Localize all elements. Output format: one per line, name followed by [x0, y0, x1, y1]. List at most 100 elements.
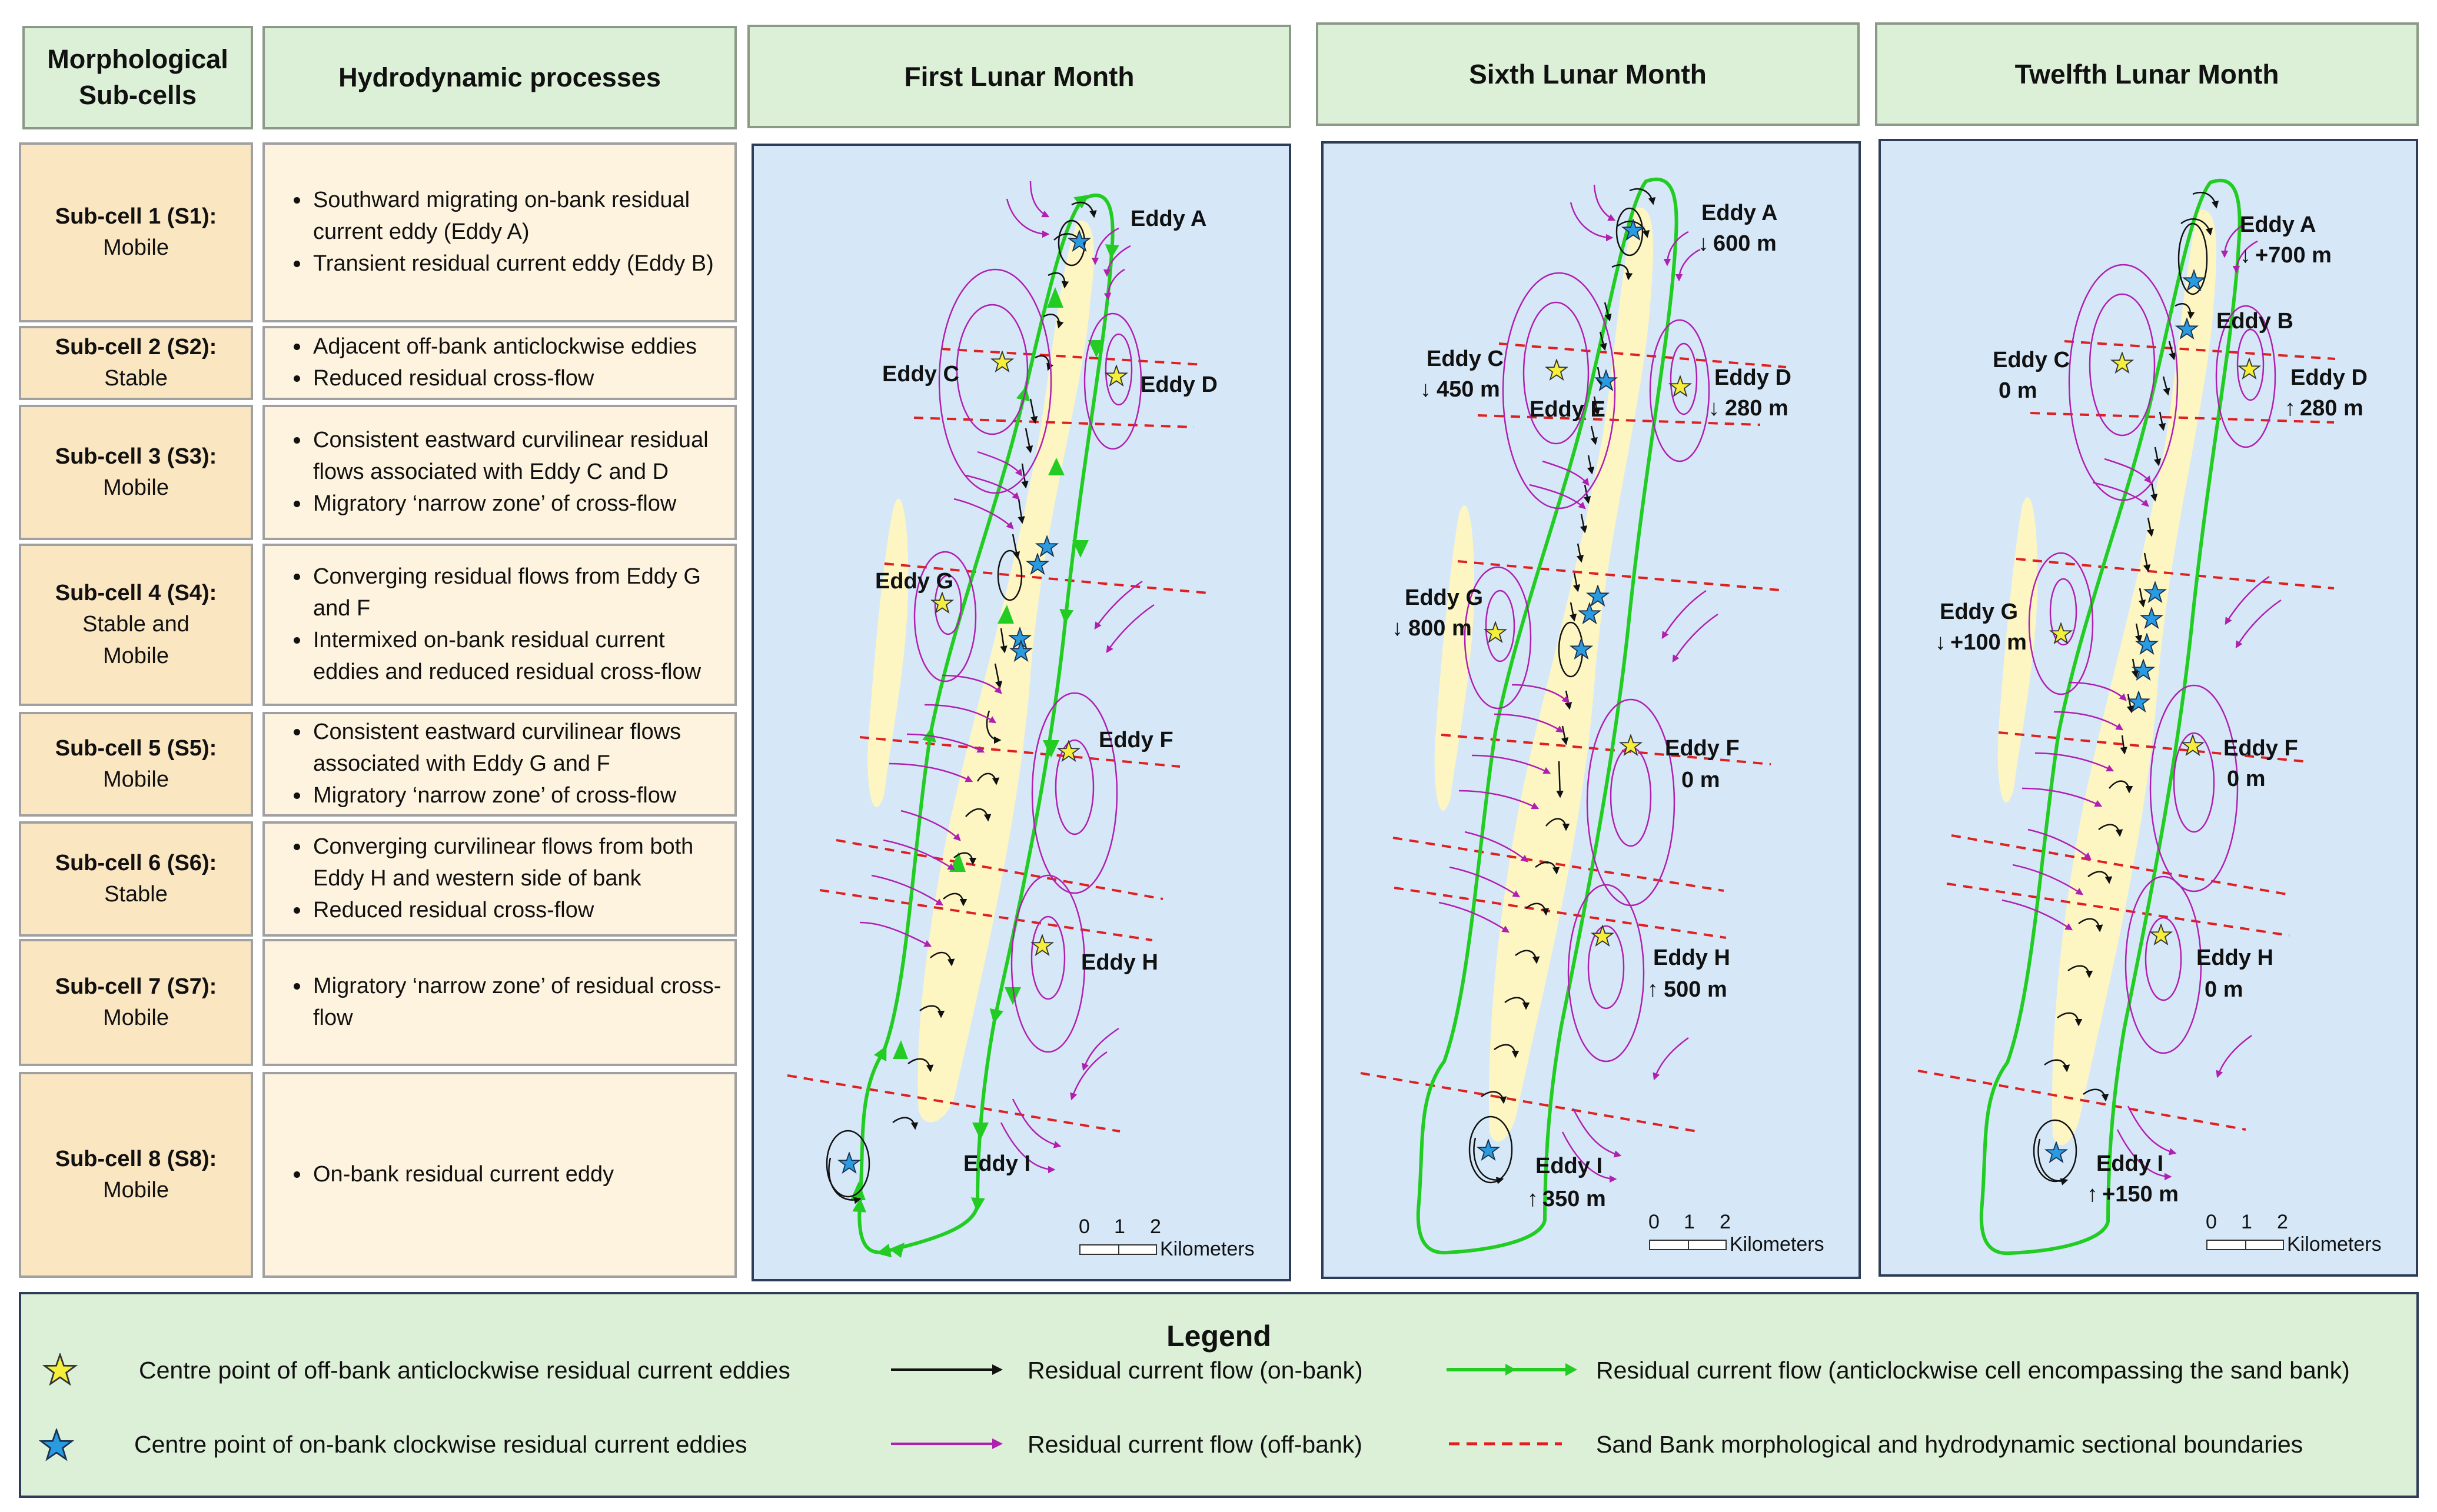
eddy-a-shift-arrow: ↓ — [2240, 243, 2251, 268]
scale-tick-0: 0 — [2206, 1211, 2217, 1233]
eddy-i-label: Eddy I — [963, 1151, 1030, 1176]
off-bank-flows — [2028, 264, 2276, 1054]
scale-bar: 0 1 2 Kilometers — [2206, 1211, 2382, 1255]
subcell-name: Sub-cell 2 (S2): — [55, 334, 217, 359]
sand-island — [867, 498, 909, 807]
subcells-header-label: Morphological Sub-cells — [47, 44, 228, 110]
eddy-h-shift-arrow: ↑ — [1647, 977, 1658, 1002]
eddy-h-centre-star — [1591, 925, 1614, 946]
process-2: Adjacent off-bank anticlockwise eddiesRe… — [262, 326, 737, 400]
eddy-i-shift: 350 m — [1542, 1187, 1606, 1211]
month12-header: Twelfth Lunar Month — [1875, 22, 2419, 126]
subcell-status: Mobile — [103, 235, 169, 260]
eddy-d-shift: 280 m — [1725, 396, 1788, 421]
eddy-g-shift: +100 m — [1950, 630, 2027, 655]
scale-tick-2: 2 — [1150, 1215, 1161, 1238]
eddy-g-shift-arrow: ↓ — [1935, 630, 1946, 655]
eddy-g-label: Eddy G — [1940, 600, 2018, 624]
off-bank-flows — [913, 268, 1142, 1053]
sand-bank — [1489, 207, 1654, 1142]
process-item: Reduced residual cross-flow — [311, 363, 697, 395]
eddy-h-centre-star — [1031, 934, 1053, 955]
eddy-a-label: Eddy A — [1131, 207, 1207, 231]
eddy-f-label: Eddy F — [1099, 728, 1173, 752]
eddy-d-centre-star — [1105, 365, 1128, 386]
section-boundaries — [1360, 342, 1787, 1133]
process-item: Converging curvilinear flows from both E… — [311, 831, 726, 895]
scale-tick-1: 1 — [1114, 1215, 1125, 1238]
eddy-d-centre-star — [2238, 358, 2260, 379]
legend-boundary-dash-icon — [1449, 1442, 1562, 1446]
on-bank-flows — [1468, 188, 1656, 1184]
subcell-name: Sub-cell 8 (S8): — [55, 1146, 217, 1171]
process-item: Migratory ‘narrow zone’ of cross-flow — [311, 780, 726, 812]
eddy-h-label: Eddy H — [1081, 950, 1158, 975]
eddy-i-label: Eddy I — [2096, 1151, 2163, 1176]
month6-header: Sixth Lunar Month — [1316, 22, 1860, 126]
process-item: Adjacent off-bank anticlockwise eddies — [311, 331, 697, 363]
process-item: On-bank residual current eddy — [311, 1159, 614, 1191]
sand-bank — [2052, 209, 2217, 1145]
eddy-d-shift-arrow: ↓ — [1708, 396, 1720, 421]
process-1: Southward migrating on-bank residual cur… — [262, 142, 737, 322]
eddy-d-shift: 280 m — [2300, 396, 2363, 421]
scale-tick-2: 2 — [2277, 1211, 2288, 1233]
sand-island — [1434, 505, 1475, 811]
scale-tick-2: 2 — [1720, 1211, 1731, 1233]
subcell-5: Sub-cell 5 (S5): Mobile — [19, 712, 253, 817]
subcell-status: Stable — [104, 882, 168, 907]
scale-unit: Kilometers — [1730, 1233, 1824, 1255]
eddy-c-shift: 450 m — [1437, 377, 1500, 402]
eddy-h-shift: 500 m — [1664, 977, 1727, 1002]
month1-header-label: First Lunar Month — [904, 61, 1135, 92]
legend-title: Legend — [1166, 1320, 1271, 1353]
eddy-d-label: Eddy D — [2290, 365, 2368, 390]
subcell-6: Sub-cell 6 (S6): Stable — [19, 821, 253, 937]
legend: Legend Centre point of off-bank anticloc… — [19, 1292, 2419, 1498]
legend-cell-arrow-icon — [1447, 1363, 1577, 1376]
eddy-i-shift-arrow: ↑ — [2087, 1182, 2098, 1207]
subcell-status: Stable — [104, 366, 168, 391]
process-item: Migratory ‘narrow zone’ of cross-flow — [311, 488, 726, 520]
month1-header: First Lunar Month — [747, 25, 1291, 128]
eddy-a-label: Eddy A — [1701, 201, 1778, 225]
subcell-status: Mobile — [103, 1178, 169, 1203]
process-item: Reduced residual cross-flow — [311, 895, 726, 927]
on-bank-flows — [2033, 192, 2219, 1185]
legend-blue-star-icon — [39, 1428, 74, 1461]
eddy-g-centre-star — [2050, 622, 2072, 644]
subcell-status: Mobile — [103, 767, 169, 792]
month6-header-label: Sixth Lunar Month — [1469, 59, 1707, 89]
map-sixth-month-svg: Eddy A ↓ 600 m Eddy C ↓ 450 m Eddy D ↓ 2… — [1360, 177, 1824, 1255]
eddy-c-label: Eddy C — [882, 362, 959, 387]
eddy-i-shift: +150 m — [2102, 1182, 2179, 1207]
eddy-c-centre-star — [2111, 352, 2133, 373]
eddy-f-shift: 0 m — [1681, 768, 1720, 792]
process-item: Migratory ‘narrow zone’ of residual cros… — [311, 971, 726, 1034]
legend-on-bank-text: Residual current flow (on-bank) — [1028, 1357, 1363, 1384]
eddy-g-centre-star — [1484, 621, 1507, 642]
off-bank-arrows — [859, 181, 1155, 1174]
map-first-month: Eddy A Eddy C Eddy D Eddy G Eddy F Eddy … — [752, 144, 1291, 1281]
eddy-c-shift-arrow: ↓ — [1420, 377, 1431, 402]
legend-off-bank-text: Residual current flow (off-bank) — [1028, 1431, 1362, 1458]
subcell-2: Sub-cell 2 (S2): Stable — [19, 326, 253, 400]
process-8: On-bank residual current eddy — [262, 1072, 737, 1278]
processes-header-label: Hydrodynamic processes — [338, 62, 661, 92]
process-3: Consistent eastward curvilinear residual… — [262, 405, 737, 540]
anticlockwise-cell — [1416, 177, 1678, 1255]
process-item: Converging residual flows from Eddy G an… — [311, 561, 726, 625]
eddy-e-label: Eddy E — [1530, 397, 1605, 422]
eddy-c-label: Eddy C — [1427, 347, 1504, 371]
scale-tick-0: 0 — [1648, 1211, 1660, 1233]
process-item: Consistent eastward curvilinear residual… — [311, 425, 726, 488]
eddy-b-label: Eddy B — [2216, 309, 2293, 334]
eddy-i-centre-star — [2045, 1141, 2067, 1163]
eddy-c-label: Eddy C — [1993, 348, 2070, 372]
subcell-3: Sub-cell 3 (S3): Mobile — [19, 405, 253, 540]
eddy-g-shift: 800 m — [1408, 616, 1472, 641]
eddy-d-shift-arrow: ↑ — [2285, 396, 2296, 421]
map-sixth-month: Eddy A ↓ 600 m Eddy C ↓ 450 m Eddy D ↓ 2… — [1321, 141, 1861, 1279]
scale-bar: 0 1 2 Kilometers — [1079, 1215, 1255, 1260]
scale-unit: Kilometers — [2287, 1233, 2382, 1255]
